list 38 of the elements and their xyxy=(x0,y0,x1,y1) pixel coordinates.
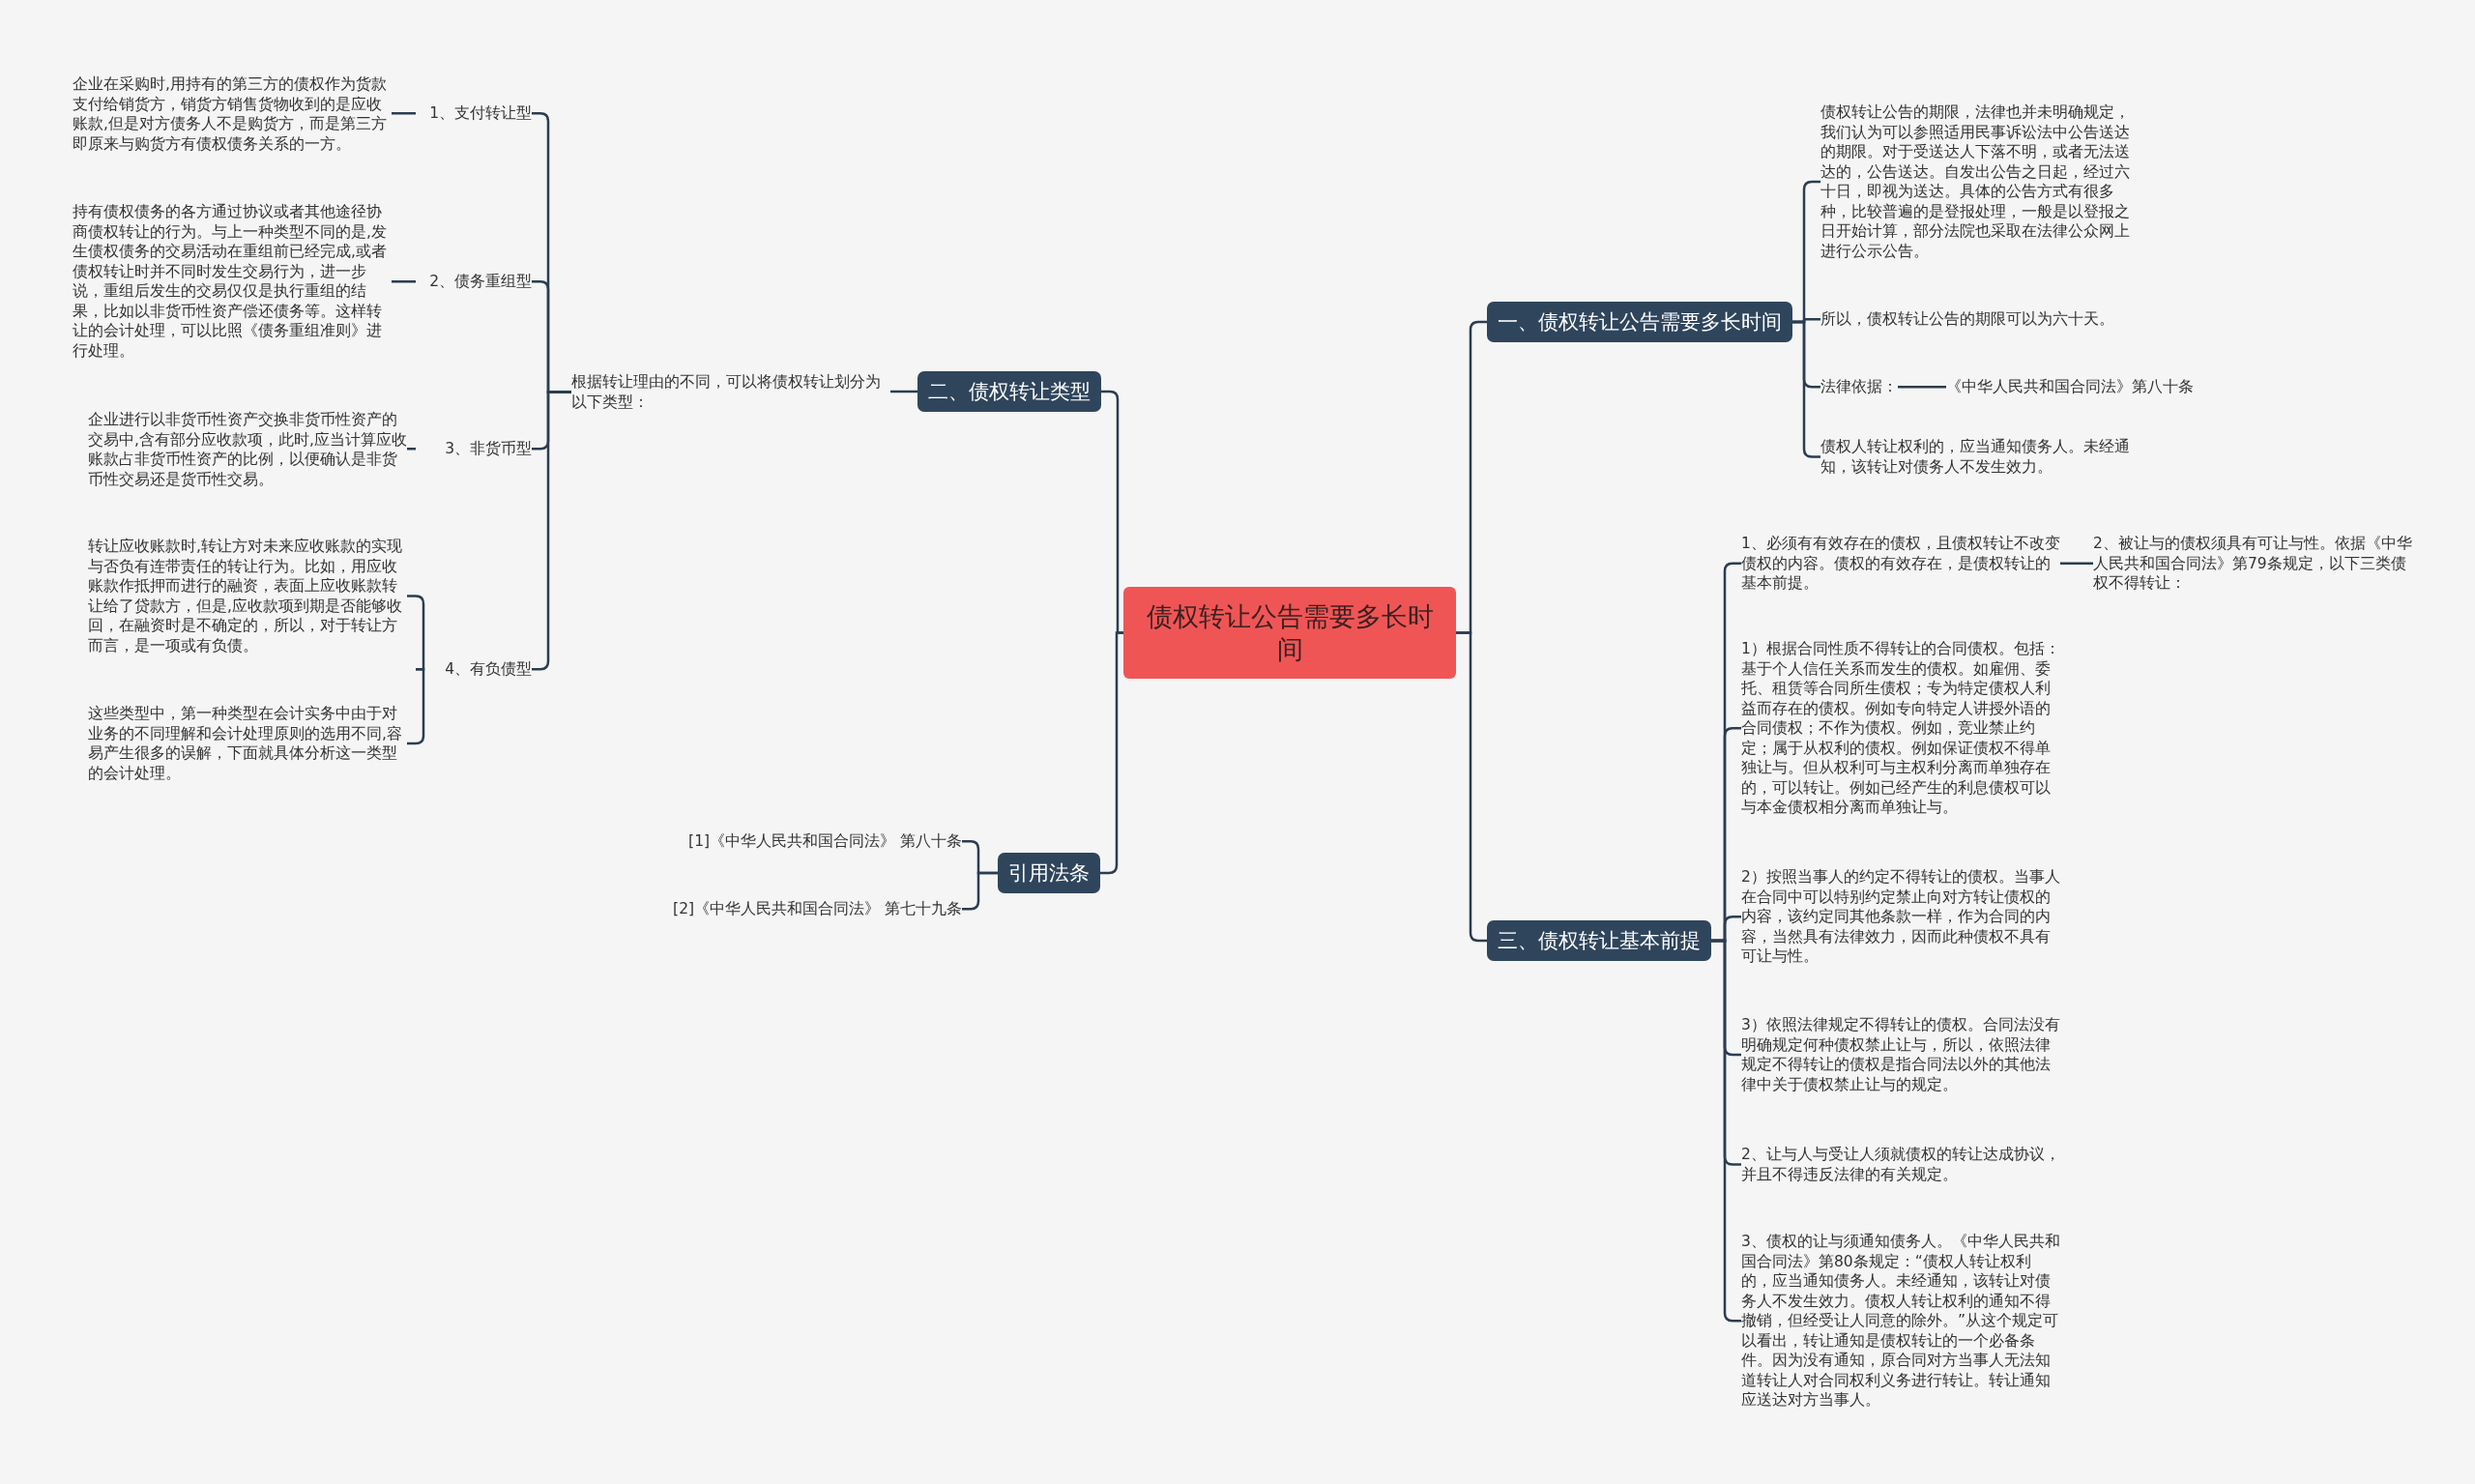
topic-text: 2、让与人与受让人须就债权的转让达成协议，并且不得违反法律的有关规定。 xyxy=(1741,1145,2060,1184)
topic-text: 1）根据合同性质不得转让的合同债权。包括：基于个人信任关系而发生的债权。如雇佣、委托、租赁等合同所生债权；专为特定债权人利益而存在的债权。例如专向特定人讲授外语的合同债权；不作为债权。例如，竞业禁止约定；属于从权利的债权。例如保证债权不得单独让与。但从权利可与主权利分离而单独存在的，可以转让。例如已经产生的利息债权可以与本金债权相分离而单独让与。 xyxy=(1741,639,2060,818)
topic-text: 4、有负债型 xyxy=(416,659,532,680)
connector-line xyxy=(392,280,416,283)
topic-text: 转让应收账款时,转让方对未来应收账款的实现与否负有连带责任的转让行为。比如，用应收账款作抵押而进行的融资，表面上应收账款转让给了贷款方，但是,应收款项到期是否能够收回，在融资时是不确定的，所以，对于转让方而言，是一项或有负债。 xyxy=(88,537,407,655)
topic-text: 1、支付转让型 xyxy=(416,103,532,124)
connector-line xyxy=(890,390,917,393)
topic-text: 法律依据： xyxy=(1820,377,1898,397)
topic-text: 3、债权的让与须通知债务人。《中华人民共和国合同法》第80条规定：“债权人转让权利的，应当通知债务人。未经通知，该转让对债务人不发生效力。债权人转让权利的通知不得撤销，但经受让人同意的除外。”从这个规定可以看出，转让通知是债权转让的一个必备条件。因为没有通知，原合同对方当事人无法知道转让人对合同权利义务进行转让。转让通知应送达对方当事人。 xyxy=(1741,1232,2060,1411)
topic-text: 2）按照当事人的约定不得转让的债权。当事人在合同中可以特别约定禁止向对方转让债权的内容，该约定同其他条款一样，作为合同的内容，当然具有法律效力，因而此种债权不具有可让与性。 xyxy=(1741,867,2060,967)
connector-line xyxy=(407,448,416,451)
topic-text: 根据转让理由的不同，可以将债权转让划分为以下类型： xyxy=(571,372,890,412)
topic-text: 债权转让公告的期限，法律也并未明确规定，我们认为可以参照适用民事诉讼法中公告送达的期限。对于受送达人下落不明，或者无法送达的，公告送达。自发出公告之日起，经过六十日，即视为送达。具体的公告方式有很多种，比较普遍的是登报处理，一般是以登报之日开始计算，部分法院也采取在法律公众网上进行公示公告。 xyxy=(1820,102,2135,261)
branch-topic: 引用法条 xyxy=(998,853,1100,893)
topic-text: 1、必须有有效存在的债权，且债权转让不改变债权的内容。债权的有效存在，是债权转让的基本前提。 xyxy=(1741,534,2060,594)
topic-text: 债权人转让权利的，应当通知债务人。未经通知，该转让对债务人不发生效力。 xyxy=(1820,437,2135,477)
connector-line xyxy=(962,871,998,911)
topic-text: [2]《中华人民共和国合同法》 第七十九条 xyxy=(619,899,962,919)
branch-topic: 三、债权转让基本前提 xyxy=(1487,920,1711,961)
topic-text: 3、非货币型 xyxy=(416,439,532,459)
branch-topic: 二、债权转让类型 xyxy=(917,371,1101,412)
connector-line xyxy=(1100,631,1123,875)
topic-text: 企业在采购时,用持有的第三方的债权作为货款支付给销货方，销货方销售货物收到的是应收账款,但是对方债务人不是购货方，而是第三方即原来与购货方有债权债务关系的一方。 xyxy=(73,74,392,154)
topic-text: 企业进行以非货币性资产交换非货币性资产的交易中,含有部分应收款项，此时,应当计算应收账款占非货币性资产的比例，以便确认是非货币性交易还是货币性交易。 xyxy=(88,410,407,489)
central-topic: 债权转让公告需要多长时间 xyxy=(1123,587,1456,679)
connector-line xyxy=(2060,562,2093,565)
topic-text: 2、债务重组型 xyxy=(416,272,532,292)
topic-text: [1]《中华人民共和国合同法》 第八十条 xyxy=(619,831,962,852)
topic-text: 《中华人民共和国合同法》第八十条 xyxy=(1946,377,2194,397)
branch-topic: 一、债权转让公告需要多长时间 xyxy=(1487,302,1792,342)
topic-text: 持有债权债务的各方通过协议或者其他途径协商债权转让的行为。与上一种类型不同的是,发生债权债务的交易活动在重组前已经完成,或者债权转让时并不同时发生交易行为，进一步说，重组后发生的交易仅仅是执行重组的结果，比如以非货币性资产偿还债务等。这样转让的会计处理，可以比照《债务重组准则》进行处理。 xyxy=(73,202,392,361)
connector-line xyxy=(1456,631,1487,943)
connector-line xyxy=(392,112,416,115)
topic-text: 2、被让与的债权须具有可让与性。依据《中华人民共和国合同法》第79条规定，以下三类债权不得转让： xyxy=(2093,534,2412,594)
topic-text: 3）依照法律规定不得转让的债权。合同法没有明确规定何种债权禁止让与，所以，依照法律规定不得转让的债权是指合同法以外的其他法律中关于债权禁止让与的规定。 xyxy=(1741,1015,2060,1094)
connector-line xyxy=(1898,386,1946,389)
topic-text: 所以，债权转让公告的期限可以为六十天。 xyxy=(1820,309,2169,330)
topic-text: 这些类型中，第一种类型在会计实务中由于对业务的不同理解和会计处理原则的选用不同,容易产生很多的误解，下面就具体分析这一类型的会计处理。 xyxy=(88,704,407,783)
